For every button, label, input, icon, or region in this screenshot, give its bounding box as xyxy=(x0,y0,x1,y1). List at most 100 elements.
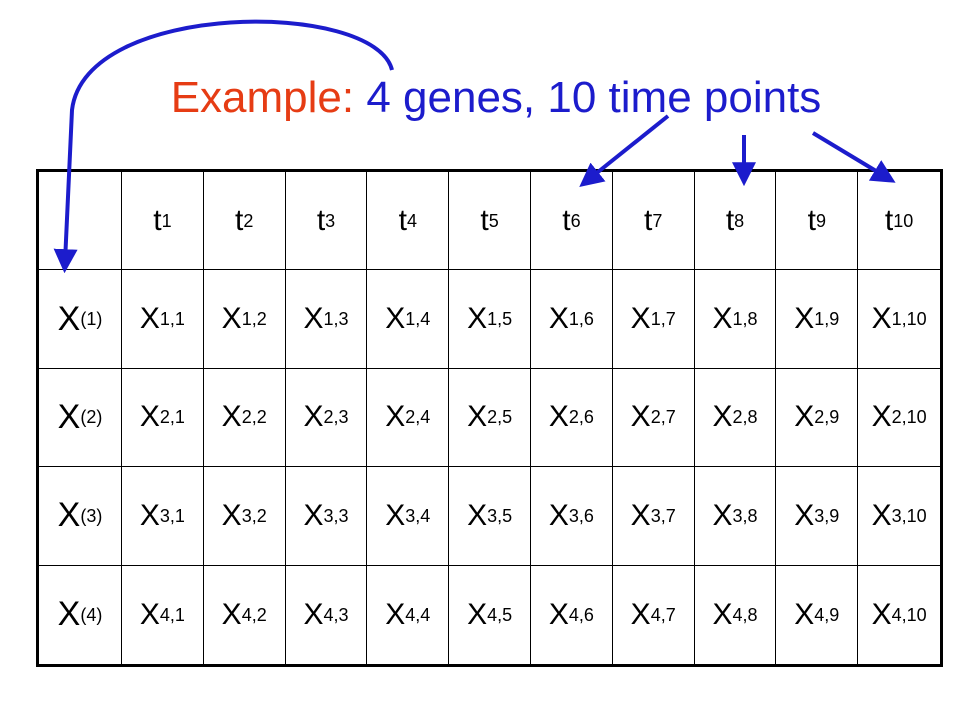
cell-base: X xyxy=(303,498,324,532)
cell-base: X xyxy=(548,400,569,434)
row-header-base: X xyxy=(57,496,81,535)
cell-base: X xyxy=(139,498,160,532)
cell-base: X xyxy=(871,400,892,434)
cell-base: X xyxy=(630,400,651,434)
cell-base: X xyxy=(385,302,406,336)
cell-base: X xyxy=(221,597,242,631)
cell-base: X xyxy=(385,498,406,532)
cell-base: X xyxy=(221,302,242,336)
cell-base: X xyxy=(871,302,892,336)
cell-base: X xyxy=(794,597,815,631)
row-header-gene-2: X(2) xyxy=(39,368,122,468)
cell-base: X xyxy=(712,302,733,336)
cell-base: X xyxy=(303,597,324,631)
cell-base: X xyxy=(630,597,651,631)
cell-base: X xyxy=(630,302,651,336)
cell-base: X xyxy=(139,302,160,336)
row-header-gene-4: X(4) xyxy=(39,565,122,664)
cell-base: X xyxy=(712,498,733,532)
column-header-base: t xyxy=(480,203,489,237)
row-header-base: X xyxy=(57,595,81,634)
row-header-base: X xyxy=(57,397,81,436)
cell-base: X xyxy=(467,400,488,434)
column-header-base: t xyxy=(644,203,653,237)
cell-base: X xyxy=(467,498,488,532)
column-header-base: t xyxy=(562,203,571,237)
cell-base: X xyxy=(221,498,242,532)
column-header-base: t xyxy=(235,203,244,237)
cell-base: X xyxy=(467,597,488,631)
cell-base: X xyxy=(303,400,324,434)
corner-cell xyxy=(39,172,122,271)
cell-base: X xyxy=(221,400,242,434)
column-header-base: t xyxy=(398,203,407,237)
cell-base: X xyxy=(548,302,569,336)
cell-base: X xyxy=(385,400,406,434)
title-lead: Example: xyxy=(170,73,355,122)
row-header-gene-3: X(3) xyxy=(39,467,122,566)
cell-base: X xyxy=(303,302,324,336)
row-header-gene-1: X(1) xyxy=(39,270,122,369)
row-header-base: X xyxy=(57,299,81,338)
column-header-base: t xyxy=(807,203,816,237)
cell-base: X xyxy=(385,597,406,631)
cell-base: X xyxy=(548,597,569,631)
cell-base: X xyxy=(712,400,733,434)
column-header-base: t xyxy=(725,203,735,237)
column-header-base: t xyxy=(316,203,326,237)
cell-base: X xyxy=(139,597,160,631)
cell-base: X xyxy=(871,498,892,532)
cell-base: X xyxy=(139,400,160,434)
cell-base: X xyxy=(794,498,815,532)
cell-base: X xyxy=(467,302,488,336)
cell-base: X xyxy=(712,597,733,631)
title-rest: 4 genes, 10 time points xyxy=(366,73,822,122)
cell-base: X xyxy=(871,597,892,631)
cell-base: X xyxy=(794,400,815,434)
